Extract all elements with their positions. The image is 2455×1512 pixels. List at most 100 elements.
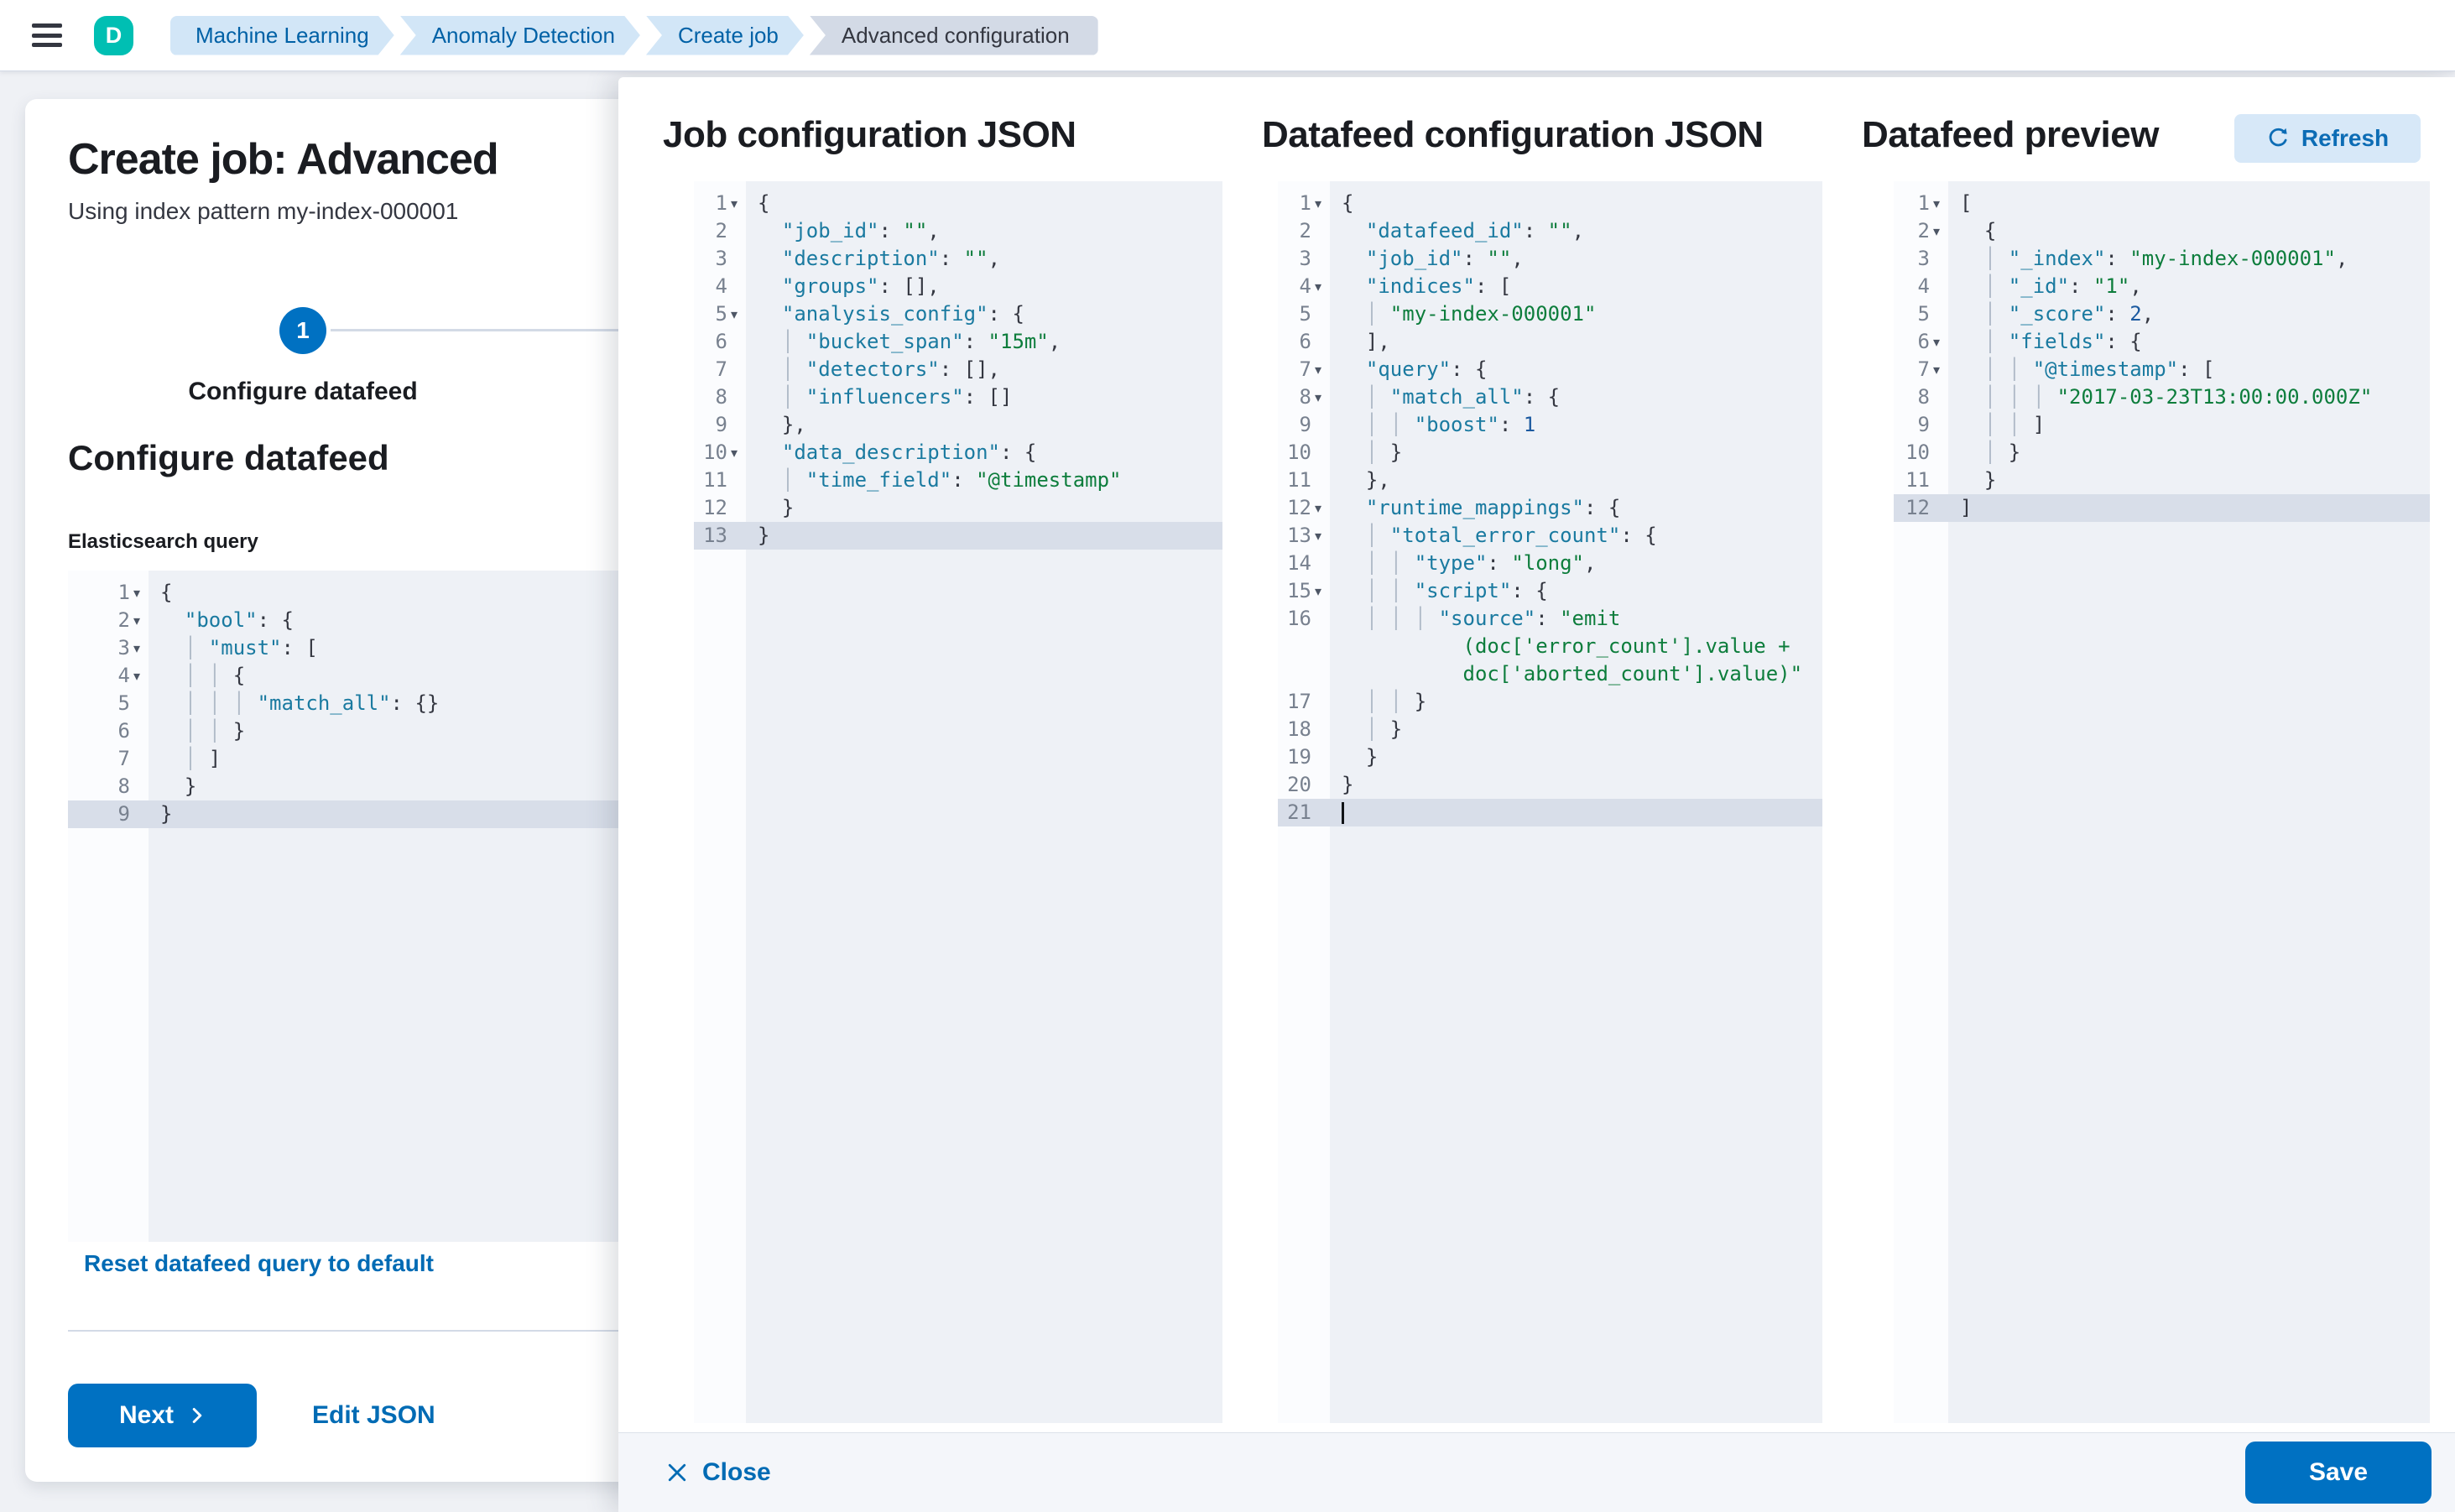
step-1-label: Configure datafeed [188,378,418,405]
next-button[interactable]: Next [68,1384,257,1447]
fold-toggle-icon[interactable]: ▾ [1315,500,1322,516]
code-line: 12▾ "runtime_mappings": { [1278,494,1822,522]
fold-toggle-icon[interactable]: ▾ [1315,279,1322,295]
code-line: 10 │ } [1278,439,1822,467]
code-line: 21 [1278,799,1822,826]
fold-toggle-icon[interactable]: ▾ [731,445,738,461]
save-button[interactable]: Save [2245,1442,2432,1504]
code-line: 9 │ │ ] [1894,411,2430,439]
line-number: 12 [1905,496,1930,519]
breadcrumb-create-job[interactable]: Create job [646,16,804,55]
fold-toggle-icon[interactable]: ▾ [1315,389,1322,405]
close-button-label: Close [702,1458,771,1486]
line-number: 1 [117,581,130,604]
fold-toggle-icon[interactable]: ▾ [133,585,141,601]
code-line: 3 "job_id": "", [1278,245,1822,273]
fold-toggle-icon[interactable]: ▾ [1315,528,1322,544]
code-line: 3 │ "_index": "my-index-000001", [1894,245,2430,273]
line-number: 4 [1299,274,1311,298]
text-cursor [1342,802,1344,824]
line-number: 8 [117,774,130,798]
fold-toggle-icon[interactable]: ▾ [1933,223,1941,239]
breadcrumb-anomaly-detection[interactable]: Anomaly Detection [400,16,640,55]
fold-toggle-icon[interactable]: ▾ [731,306,738,322]
code-line: 7 │ ] [68,745,638,773]
line-number: 3 [1917,247,1930,270]
line-number: 3 [715,247,727,270]
breadcrumb-advanced-configuration: Advanced configuration [809,15,1098,55]
code-line: 1▾{ [694,190,1222,217]
code-line: 1▾{ [1278,190,1822,217]
menu-icon[interactable] [32,23,62,47]
fold-toggle-icon[interactable]: ▾ [1315,583,1322,599]
line-number: 2 [715,219,727,242]
code-line: 1▾[ [1894,190,2430,217]
line-number: 2 [1917,219,1930,242]
code-line: 3▾ │ "must": [ [68,634,638,662]
code-line: 1▾{ [68,579,638,607]
line-number: 18 [1287,717,1311,741]
line-number: 10 [1287,441,1311,464]
line-number: 12 [1287,496,1311,519]
line-number: 2 [117,608,130,632]
breadcrumb-machine-learning[interactable]: Machine Learning [170,16,394,55]
line-number: 9 [117,802,130,826]
breadcrumb: Machine Learning Anomaly Detection Creat… [170,15,1098,55]
fold-toggle-icon[interactable]: ▾ [731,196,738,211]
code-line: 4▾ │ │ { [68,662,638,690]
flyout-footer: Close Save [618,1432,2455,1512]
fold-toggle-icon[interactable]: ▾ [133,668,141,684]
code-line: 2 "job_id": "", [694,217,1222,245]
line-number: 2 [1299,219,1311,242]
line-number: 6 [117,719,130,743]
line-number: 5 [1917,302,1930,326]
code-line: 5 │ │ │ "match_all": {} [68,690,638,717]
reset-datafeed-query-link[interactable]: Reset datafeed query to default [84,1250,434,1276]
line-number: 9 [715,413,727,436]
line-number: 1 [1299,191,1311,215]
index-pattern-subtitle: Using index pattern my-index-000001 [68,198,459,224]
datafeed-configuration-json-editor[interactable]: 1▾{2 "datafeed_id": "",3 "job_id": "",4▾… [1278,181,1822,1423]
fold-toggle-icon[interactable]: ▾ [133,640,141,656]
line-number: 13 [703,524,727,547]
code-line: 6 ], [1278,328,1822,356]
refresh-button[interactable]: Refresh [2234,114,2421,163]
configure-datafeed-heading: Configure datafeed [68,438,389,477]
code-line: 2 "datafeed_id": "", [1278,217,1822,245]
job-configuration-json-editor[interactable]: 1▾{2 "job_id": "",3 "description": "",4 … [694,181,1222,1423]
next-button-label: Next [118,1401,175,1429]
elasticsearch-query-label: Elasticsearch query [68,530,258,553]
close-button[interactable]: Close [665,1458,771,1487]
line-number: 17 [1287,690,1311,713]
avatar[interactable]: D [94,15,133,55]
code-line: 12 } [694,494,1222,522]
line-number: 3 [117,636,130,660]
line-number: 9 [1917,413,1930,436]
fold-toggle-icon[interactable]: ▾ [1315,362,1322,378]
fold-toggle-icon[interactable]: ▾ [1933,196,1941,211]
top-navigation-bar: D Machine Learning Anomaly Detection Cre… [0,0,2455,71]
datafeed-configuration-json-title: Datafeed configuration JSON [1262,114,1764,155]
job-configuration-json-title: Job configuration JSON [663,114,1076,155]
line-number: 11 [1287,468,1311,492]
line-number: 10 [703,441,727,464]
step-1-indicator[interactable]: 1 [279,307,326,354]
fold-toggle-icon[interactable]: ▾ [1315,196,1322,211]
chevron-right-icon [189,1407,206,1424]
code-line: 10 │ } [1894,439,2430,467]
fold-toggle-icon[interactable]: ▾ [133,613,141,628]
datafeed-preview-title: Datafeed preview [1862,114,2159,155]
fold-toggle-icon[interactable]: ▾ [1933,334,1941,350]
code-line: 18 │ } [1278,716,1822,743]
code-line: 7▾ "query": { [1278,356,1822,383]
code-line: 14 │ │ "type": "long", [1278,550,1822,577]
code-line: 2▾ { [1894,217,2430,245]
line-number: 16 [1287,607,1311,630]
datafeed-preview-editor[interactable]: 1▾[2▾ {3 │ "_index": "my-index-000001",4… [1894,181,2430,1423]
fold-toggle-icon[interactable]: ▾ [1933,362,1941,378]
elasticsearch-query-editor[interactable]: 1▾{2▾ "bool": {3▾ │ "must": [4▾ │ │ {5 │… [68,571,638,1242]
line-number: 5 [117,691,130,715]
line-number: 21 [1287,800,1311,824]
create-job-wizard-panel: Create job: Advanced Using index pattern… [25,99,638,1482]
edit-json-link[interactable]: Edit JSON [312,1401,435,1429]
